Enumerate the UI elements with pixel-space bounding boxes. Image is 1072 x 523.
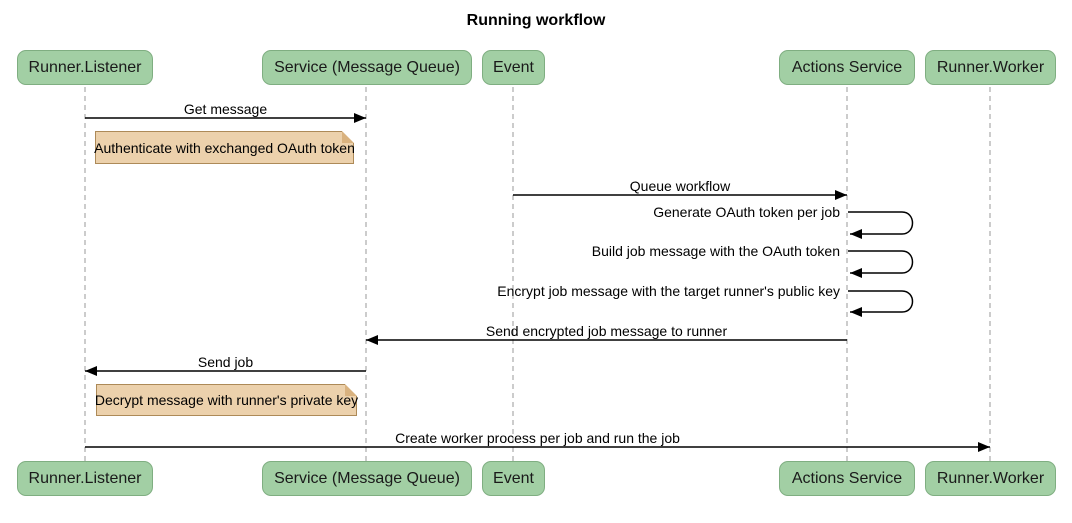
message-label-generate-oauth-token: Generate OAuth token per job bbox=[653, 204, 840, 220]
actor-label: Runner.Worker bbox=[936, 469, 1045, 487]
message-label-build-job-message: Build job message with the OAuth token bbox=[591, 243, 840, 259]
selfloop-generate-oauth-token bbox=[848, 211, 914, 239]
actor-bottom-event: Event bbox=[482, 461, 545, 496]
message-label-get-message: Get message bbox=[183, 101, 268, 117]
message-label-create-worker-process: Create worker process per job and run th… bbox=[395, 430, 680, 446]
actor-label: Actions Service bbox=[791, 469, 903, 487]
actor-bottom-runner-listener: Runner.Listener bbox=[17, 461, 153, 496]
actor-label: Runner.Worker bbox=[936, 58, 1045, 76]
actor-label: Event bbox=[493, 58, 534, 76]
actor-bottom-actions-service: Actions Service bbox=[779, 461, 915, 496]
actor-top-runner-worker: Runner.Worker bbox=[925, 50, 1056, 85]
actor-label: Service (Message Queue) bbox=[274, 469, 460, 487]
actor-label: Event bbox=[493, 469, 534, 487]
message-label-queue-workflow: Queue workflow bbox=[629, 178, 731, 194]
actor-bottom-runner-worker: Runner.Worker bbox=[925, 461, 1056, 496]
actor-label: Runner.Listener bbox=[28, 58, 142, 76]
note-fold-corner-icon bbox=[345, 384, 357, 396]
actor-label: Actions Service bbox=[791, 58, 903, 76]
note-text: Authenticate with exchanged OAuth token bbox=[94, 139, 355, 156]
selfloop-build-job-message bbox=[848, 250, 914, 278]
selfloop-encrypt-job-message bbox=[848, 290, 914, 317]
actor-top-service-message-queue: Service (Message Queue) bbox=[262, 50, 472, 85]
note-text: Decrypt message with runner's private ke… bbox=[94, 392, 359, 408]
note-fold-corner-icon bbox=[342, 131, 354, 143]
actor-label: Service (Message Queue) bbox=[274, 58, 460, 76]
actor-top-actions-service: Actions Service bbox=[779, 50, 915, 85]
actor-top-event: Event bbox=[482, 50, 545, 85]
actor-top-runner-listener: Runner.Listener bbox=[17, 50, 153, 85]
message-label-send-job: Send job bbox=[197, 354, 254, 370]
note-decrypt-private-key: Decrypt message with runner's private ke… bbox=[94, 384, 359, 416]
diagram-title: Running workflow bbox=[466, 12, 606, 29]
message-label-send-encrypted-job-message: Send encrypted job message to runner bbox=[485, 323, 728, 339]
note-authenticate-oauth: Authenticate with exchanged OAuth token bbox=[94, 131, 355, 164]
actor-bottom-service-message-queue: Service (Message Queue) bbox=[262, 461, 472, 496]
message-label-encrypt-job-message: Encrypt job message with the target runn… bbox=[497, 283, 840, 299]
actor-label: Runner.Listener bbox=[28, 469, 142, 487]
